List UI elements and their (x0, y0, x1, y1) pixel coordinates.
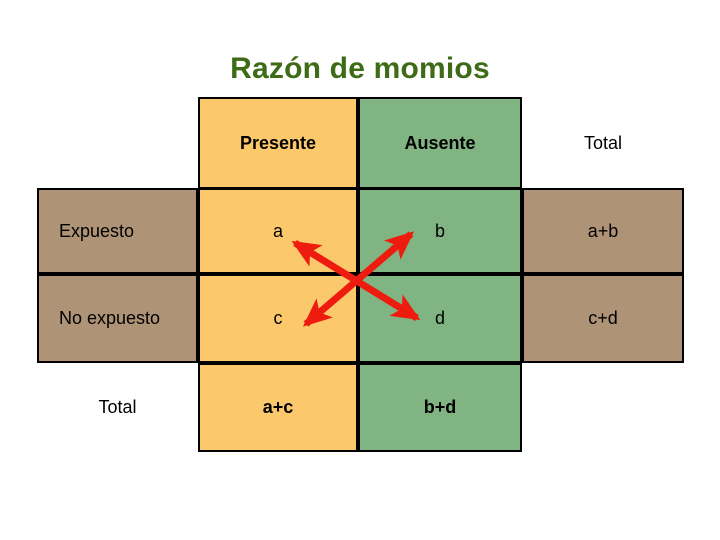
column-header-total: Total (522, 97, 684, 189)
cell-a-plus-b: a+b (522, 188, 684, 274)
cell-b-plus-d: b+d (358, 363, 522, 452)
cell-b: b (358, 188, 522, 274)
row-header-no-expuesto: No expuesto (37, 274, 198, 363)
cell-total-empty (522, 363, 684, 452)
cell-a: a (198, 188, 358, 274)
column-header-ausente: Ausente (358, 97, 522, 189)
page-title: Razón de momios (230, 52, 490, 85)
cell-d: d (358, 274, 522, 363)
cell-c-plus-d: c+d (522, 274, 684, 363)
row-header-total: Total (37, 363, 198, 452)
cell-a-plus-c: a+c (198, 363, 358, 452)
cell-c: c (198, 274, 358, 363)
row-header-expuesto: Expuesto (37, 188, 198, 274)
column-header-presente: Presente (198, 97, 358, 189)
